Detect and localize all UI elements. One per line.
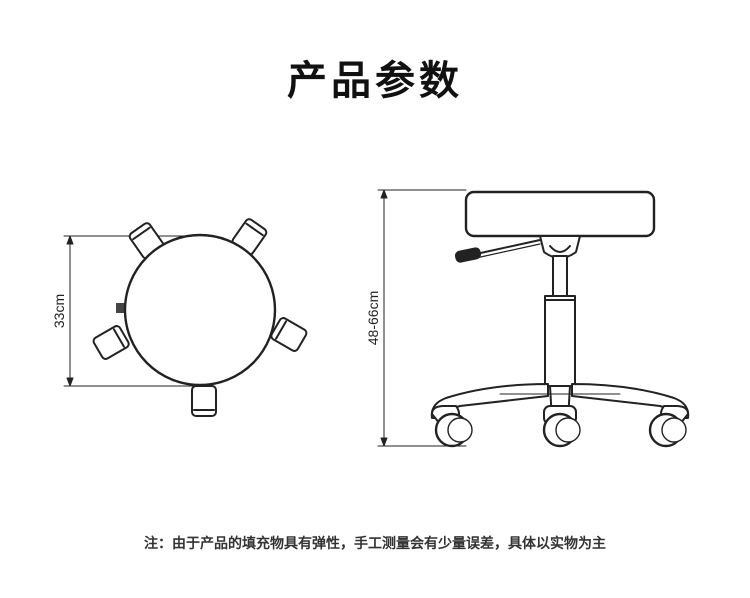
gas-cylinder-upper	[552, 255, 568, 297]
seat-mechanism-detail	[549, 245, 571, 253]
leg-left	[92, 325, 130, 360]
height-label: 48-66cm	[365, 291, 381, 345]
top-view: 33cm	[51, 218, 308, 417]
dimension-arrow-top	[66, 235, 74, 245]
side-view: 48-66cm	[365, 189, 690, 448]
gas-cylinder-lower	[544, 295, 576, 387]
diameter-label: 33cm	[51, 294, 67, 328]
leg-right	[270, 317, 308, 352]
dimension-arrow-top	[380, 189, 388, 199]
caster-left	[431, 405, 473, 448]
dimension-arrow-bottom	[66, 377, 74, 387]
caster-front	[542, 405, 581, 448]
dimension-arrow-bottom	[380, 437, 388, 447]
measurement-footnote: 注：由于产品的填充物具有弹性，手工测量会有少量误差，具体以实物为主	[144, 536, 606, 552]
leg-bottom	[191, 385, 217, 417]
seat-cushion	[464, 190, 656, 238]
caster-right	[648, 405, 689, 448]
page-title: 产品参数	[287, 58, 463, 104]
height-lever	[454, 239, 541, 263]
seat-top-circle	[123, 233, 277, 387]
seat-mechanism	[539, 235, 581, 259]
lever-nub	[116, 303, 126, 313]
